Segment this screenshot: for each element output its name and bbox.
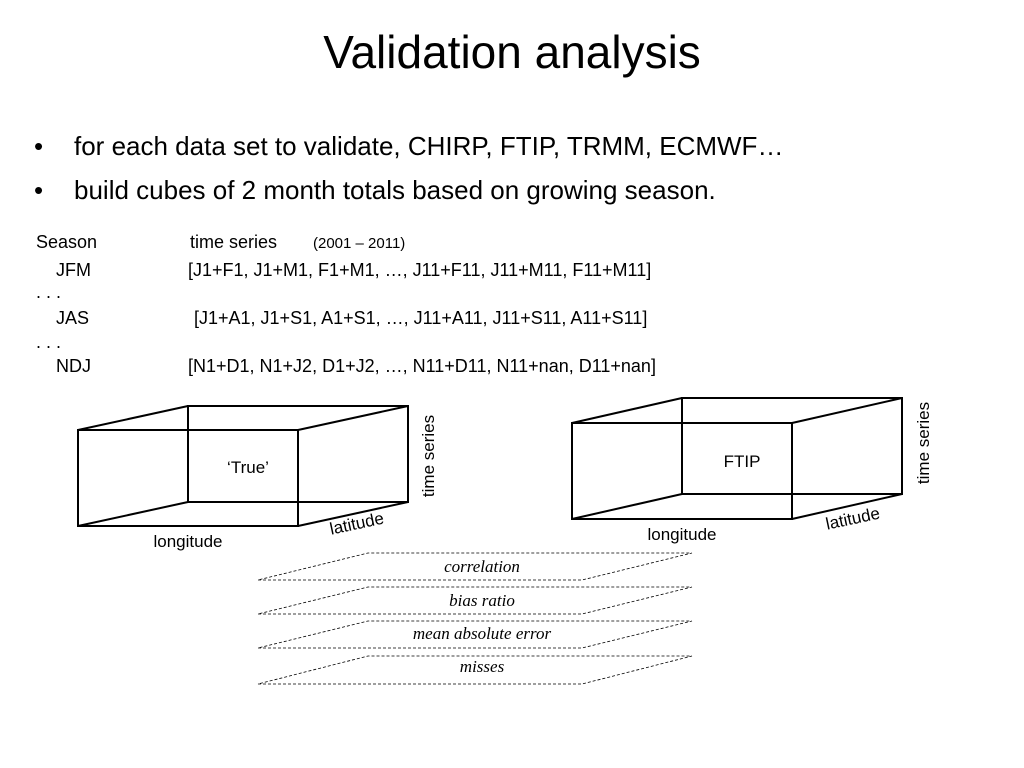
metric-mean-absolute-error: mean absolute error — [413, 624, 552, 643]
bullet-marker: • — [34, 131, 44, 161]
metric-bias-ratio: bias ratio — [449, 591, 515, 610]
bullet-text: for each data set to validate, CHIRP, FT… — [74, 131, 784, 161]
cube-edge — [77, 405, 189, 431]
bullet-item: • for each data set to validate, CHIRP, F… — [34, 124, 783, 168]
cube-edge — [791, 493, 903, 520]
metric-slice: misses — [257, 655, 693, 685]
header-years: (2001 – 2011) — [313, 235, 406, 252]
metric-slice: correlation — [257, 552, 693, 581]
series-ndj: [N1+D1, N1+J2, D1+J2, …, N11+D11, N11+na… — [188, 356, 656, 376]
season-jas: JAS — [56, 308, 90, 328]
slice-plane — [257, 552, 693, 581]
cube-edge — [77, 501, 189, 527]
bullet-marker: • — [34, 175, 44, 205]
season-ndj: NDJ — [56, 356, 91, 376]
season-jfm: JFM — [56, 260, 91, 280]
ftip-cube-time-series-label: time series — [914, 402, 933, 484]
slice-plane — [257, 586, 693, 615]
ftip-cube — [571, 397, 903, 520]
metric-misses: misses — [460, 657, 505, 676]
header-time-series: time series — [190, 232, 278, 252]
true-cube-time-series-label: time series — [419, 415, 438, 497]
cube-edge — [571, 493, 683, 520]
ftip-cube-longitude-label: longitude — [647, 525, 716, 544]
ellipsis-row: . . . — [36, 332, 62, 352]
series-jfm: [J1+F1, J1+M1, F1+M1, …, J11+F11, J11+M1… — [188, 260, 652, 280]
slide-title: Validation analysis — [323, 26, 701, 78]
true-cube-latitude-label: latitude — [328, 509, 386, 539]
slice-plane — [257, 655, 693, 685]
ellipsis-row: . . . — [36, 282, 62, 302]
metric-slice: bias ratio — [257, 586, 693, 615]
true-cube — [77, 405, 409, 527]
slice-plane — [257, 620, 693, 649]
header-season: Season — [36, 232, 98, 252]
bullet-item: • build cubes of 2 month totals based on … — [34, 168, 783, 212]
ftip-cube-label: FTIP — [724, 452, 761, 471]
metric-slice: mean absolute error — [257, 620, 693, 649]
metric-correlation: correlation — [444, 557, 520, 576]
bullet-text: build cubes of 2 month totals based on g… — [74, 175, 716, 205]
metric-slices: correlation bias ratio mean absolute err… — [257, 552, 693, 685]
cube-edge — [297, 405, 409, 431]
true-cube-label: ‘True’ — [227, 458, 269, 477]
cube-edge — [297, 501, 409, 527]
series-jas: [J1+A1, J1+S1, A1+S1, …, J11+A11, J11+S1… — [194, 308, 648, 328]
cube-edge — [571, 397, 683, 424]
ftip-cube-latitude-label: latitude — [824, 504, 882, 534]
cube-edge — [791, 397, 903, 424]
true-cube-longitude-label: longitude — [153, 532, 222, 551]
bullet-list: • for each data set to validate, CHIRP, F… — [34, 124, 783, 212]
